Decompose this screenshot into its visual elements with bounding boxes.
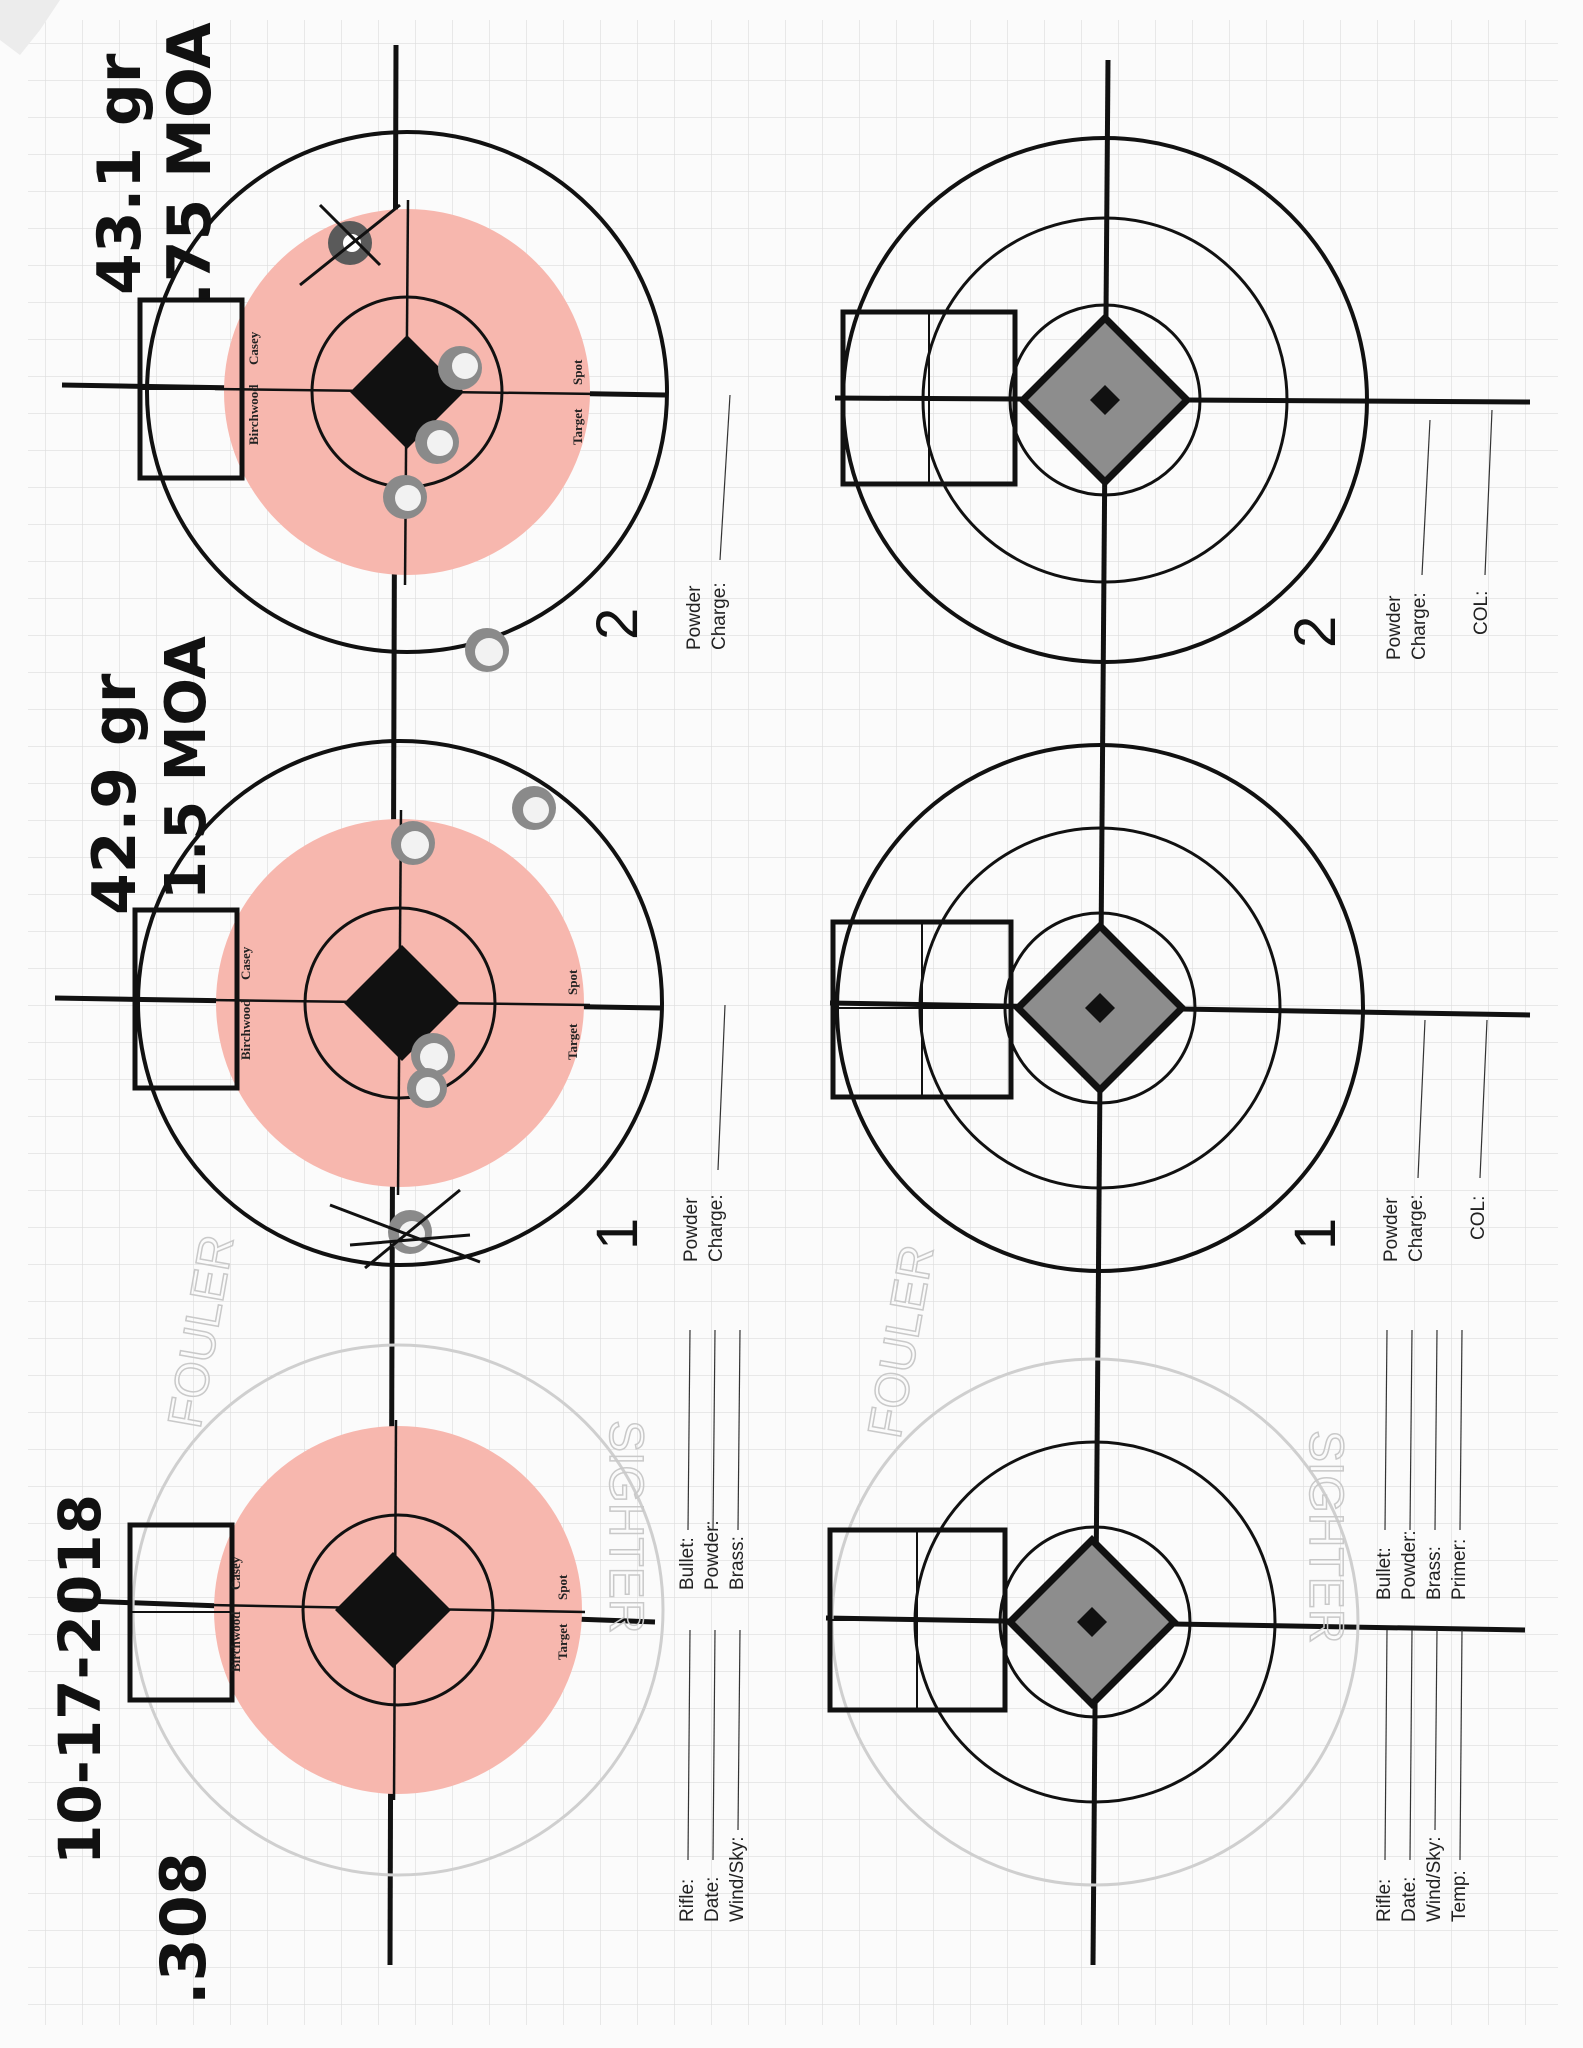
powder-label: Powder [681,1197,702,1262]
note-caliber: .308 [147,1852,220,2005]
middle-ring [921,216,1289,584]
inner-ring [998,1525,1192,1719]
torn-corner [0,0,60,55]
logo-casey: Casey [228,1556,243,1590]
field-powder: Powder: [1399,1530,1420,1600]
note-load-2-group: .75 MOA [155,22,225,305]
logo-casey: Casey [246,331,261,365]
logo-birchwood: Birchwood [228,1611,243,1672]
label-target: Target [570,408,585,445]
logo-casey: Casey [238,946,253,980]
field-temp: Temp: [1449,1870,1470,1922]
powder-label: Powder [1381,1197,1402,1262]
label-spot: Spot [565,969,580,995]
target-number-1: 1 [585,1218,650,1250]
field-rifle: Rifle: [677,1879,698,1922]
powder-label: Powder [1384,595,1405,660]
logo-birchwood: Birchwood [238,999,253,1060]
top-row-targets: Birchwood Casey Target Spot 2 Powder Cha… [54,44,748,1966]
logo-birchwood: Birchwood [246,384,261,445]
target-bottom-2: 2 Powder Charge: COL: [834,136,1531,664]
target-number-2: 2 [585,608,650,640]
powder-label: Powder [684,585,705,650]
sighter-word: SIGHTER [1299,1430,1352,1643]
outer-ring [131,1343,665,1877]
outer-ring [145,130,669,654]
outer-ring [136,739,664,1267]
col-label: COL: [1468,1196,1489,1240]
field-brass: Brass: [727,1536,748,1590]
field-brass: Brass: [1424,1546,1445,1600]
note-load-1-group: 1.5 MOA [154,635,219,900]
target-top-2: Birchwood Casey Target Spot 2 Powder Cha… [61,130,731,672]
middle-ring [913,1440,1277,1804]
field-rifle: Rifle: [1374,1879,1395,1922]
bottom-fields-right: Bullet: Powder: Brass: Primer: [1374,1329,1470,1600]
field-date: Date: [702,1877,723,1922]
inner-ring [1008,303,1202,497]
handwritten-notes: .308 10-17-2018 43.1 gr .75 MOA 42.9 gr … [46,22,225,2005]
label-spot: Spot [570,359,585,385]
center-diamond [1077,1607,1107,1637]
center-diamond [1090,385,1120,415]
bottom-fields-left: Rifle: Date: Wind/Sky: Temp: [1374,1629,1470,1922]
field-wind-sky: Wind/Sky: [1424,1836,1445,1922]
label-target: Target [565,1023,580,1060]
bullet-holes [299,203,509,672]
field-wind-sky: Wind/Sky: [727,1836,748,1922]
bullet-holes [329,786,556,1270]
charge-label: Charge: [709,582,730,650]
note-load-2-charge: 43.1 gr [85,53,155,295]
target-bottom-1: 1 Powder Charge: COL: [829,743,1531,1273]
field-bullet: Bullet: [1374,1547,1395,1600]
label-spot: Spot [555,1574,570,1600]
note-load-1-charge: 42.9 gr [80,673,150,915]
sighter-word: SIGHTER [599,1420,652,1633]
charge-label: Charge: [706,1194,727,1262]
target-number-1: 1 [1283,1218,1348,1250]
bottom-row-targets: 2 Powder Charge: COL: 1 Powder Charge: C… [825,59,1531,1966]
top-fields-right: Bullet: Powder: Brass: [677,1329,748,1590]
field-powder: Powder: [702,1520,723,1590]
center-diamond [1085,993,1115,1023]
field-primer: Primer: [1449,1539,1470,1600]
charge-label: Charge: [1406,1194,1427,1262]
center-diamond [335,1552,451,1668]
label-target: Target [555,1623,570,1660]
col-label: COL: [1471,591,1492,635]
charge-label: Charge: [1409,592,1430,660]
center-diamond [344,945,460,1061]
top-fields-left: Rifle: Date: Wind/Sky: [677,1629,748,1922]
field-bullet: Bullet: [677,1537,698,1590]
note-date: 10-17-2018 [46,1494,114,1865]
field-date: Date: [1399,1877,1420,1922]
target-number-2: 2 [1283,616,1348,648]
target-top-1: Birchwood Casey Target Spot 1 Powder Cha… [54,739,727,1270]
